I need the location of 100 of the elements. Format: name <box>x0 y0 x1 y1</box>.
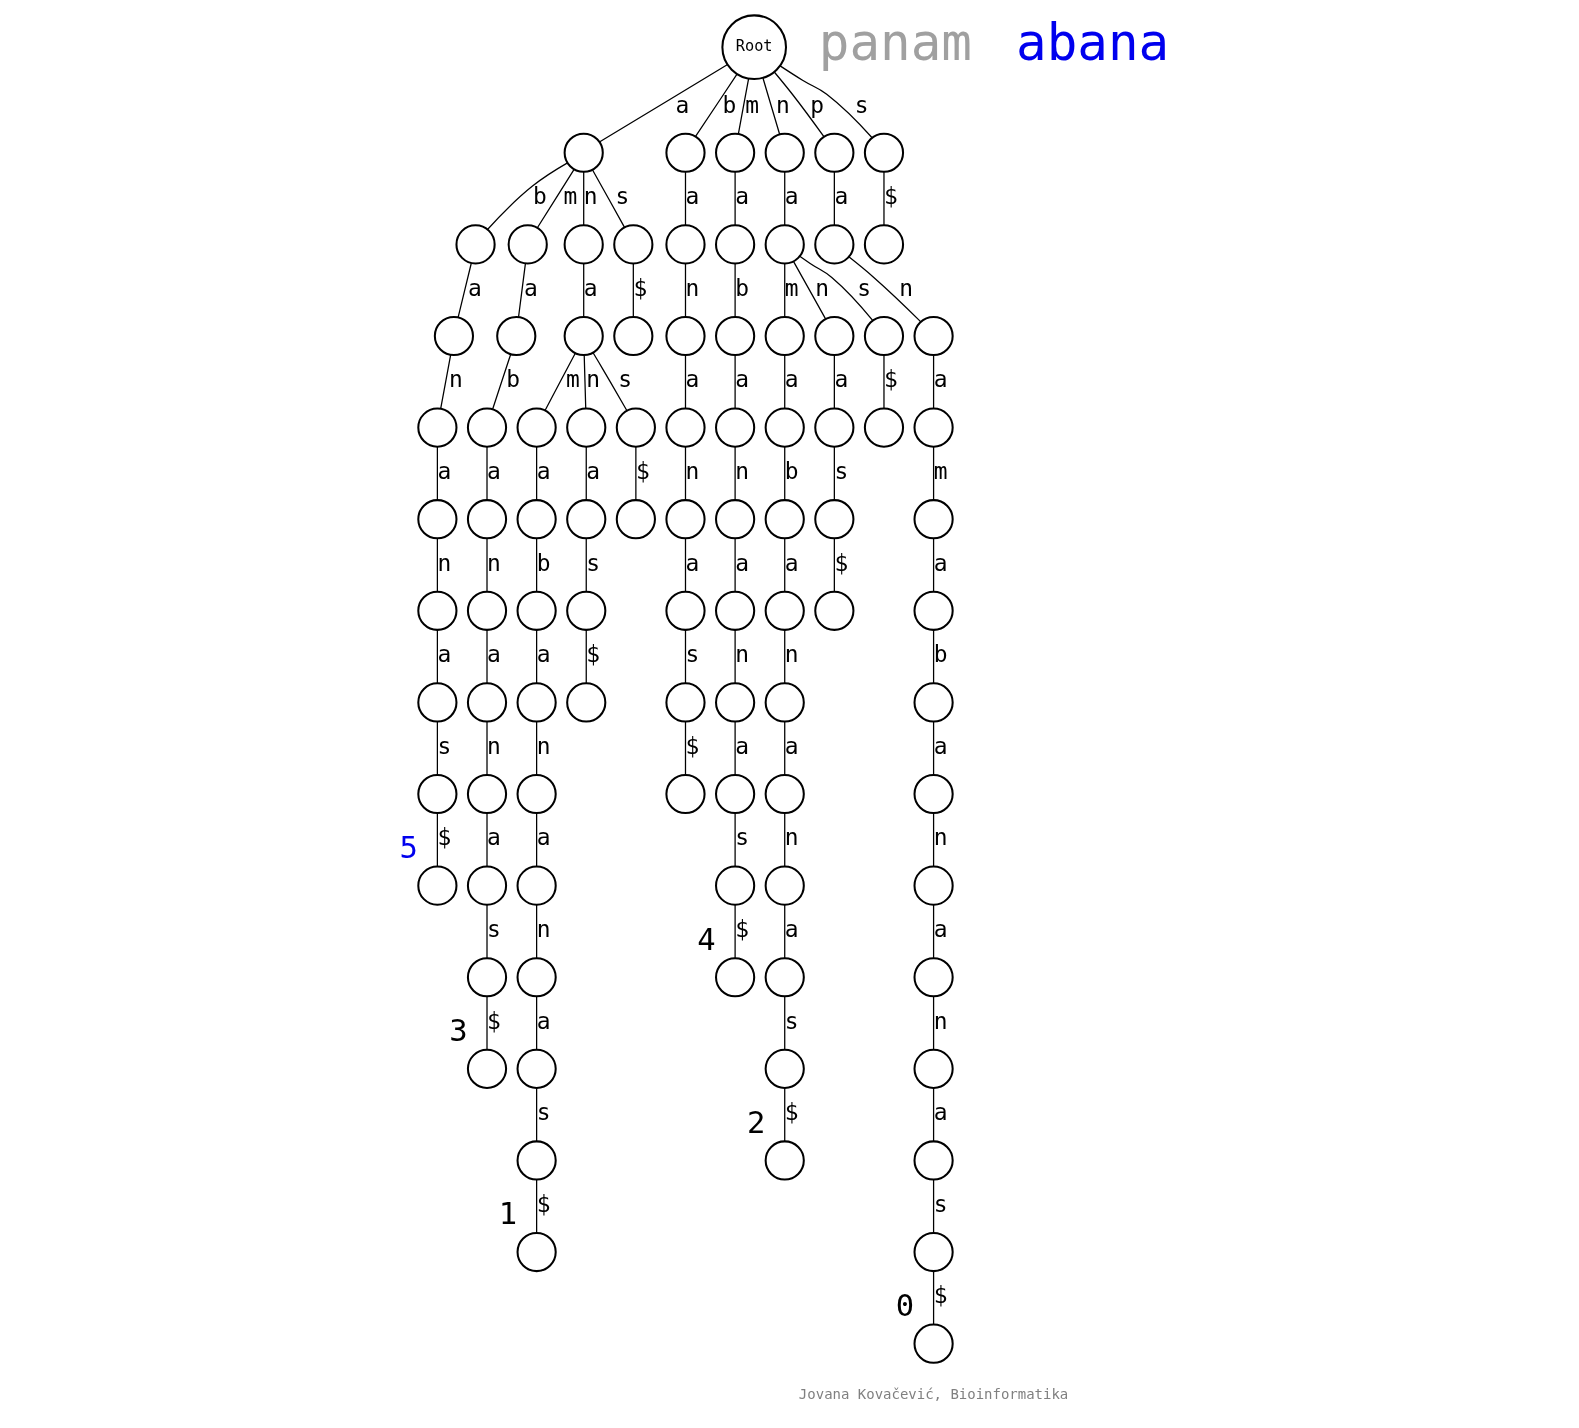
node-circle: Root <box>721 13 787 80</box>
connector <box>784 995 786 1050</box>
edge-label: n <box>775 91 790 118</box>
node-circle <box>665 132 706 173</box>
node-circle <box>913 590 954 631</box>
connector <box>734 445 736 501</box>
edge-label: a <box>524 274 538 301</box>
node-circle <box>417 498 458 539</box>
connector <box>784 170 786 226</box>
node-circle <box>715 407 756 448</box>
node-circle <box>665 315 706 356</box>
connector <box>792 260 827 320</box>
edge-label: n <box>487 732 501 759</box>
edge-label: s <box>618 365 632 392</box>
connector <box>694 73 738 137</box>
node-circle <box>665 773 706 814</box>
edge-label: s <box>834 457 849 484</box>
edge-label: n <box>735 457 749 484</box>
node-circle <box>466 1048 508 1089</box>
edge-label: m <box>784 274 799 301</box>
node-circle <box>516 865 557 906</box>
connector <box>684 262 687 317</box>
edge-label: a <box>784 182 799 209</box>
edge-label: a <box>487 823 501 850</box>
connector <box>436 537 439 592</box>
edge-label: a <box>468 274 482 301</box>
node-circle <box>417 865 458 906</box>
node-circle <box>913 773 954 814</box>
edge-label: p <box>810 91 825 118</box>
edge-label: m <box>745 91 760 118</box>
connector <box>833 170 835 226</box>
connector <box>932 445 935 501</box>
edge-label: n <box>735 640 749 667</box>
edge-label: a <box>583 274 598 301</box>
connector <box>536 445 538 501</box>
connector <box>486 720 488 775</box>
node-circle <box>913 315 954 356</box>
node-circle <box>764 498 805 539</box>
connector <box>583 354 587 409</box>
connector <box>684 354 687 409</box>
node-circle <box>466 407 508 448</box>
node-circle <box>913 681 954 722</box>
node-circle <box>613 223 654 264</box>
edge-label: s <box>857 274 872 301</box>
node-circle <box>863 223 905 264</box>
connector <box>932 812 935 867</box>
connector <box>734 354 736 409</box>
node-label: 3 <box>449 1012 468 1048</box>
edge-label: a <box>933 732 948 759</box>
node-circle <box>764 956 805 997</box>
node-circle <box>417 407 458 448</box>
connector <box>932 354 935 409</box>
connector <box>784 354 786 409</box>
edge-label: $ <box>884 182 898 209</box>
edge-label: m <box>565 365 580 392</box>
edge-label: s <box>536 1098 551 1125</box>
connector <box>684 720 687 775</box>
connector <box>436 812 439 867</box>
node-circle <box>417 590 458 631</box>
edge-label: a <box>437 640 452 667</box>
edge-label: s <box>784 1007 799 1034</box>
edge-label: a <box>834 182 849 209</box>
connector <box>536 1178 538 1233</box>
edge-label: a <box>685 365 700 392</box>
connector <box>734 262 736 317</box>
connector <box>773 70 825 137</box>
connector <box>737 77 750 134</box>
node-circle <box>516 590 557 631</box>
edge-label: b <box>532 182 547 209</box>
connector <box>833 445 835 501</box>
node-circle <box>496 315 537 356</box>
edge-label: b <box>933 640 948 667</box>
edge-label: n <box>815 274 830 301</box>
edge-label: a <box>784 732 799 759</box>
edge-label: s <box>487 915 501 942</box>
node-label: 0 <box>895 1287 915 1323</box>
edge-label: a <box>735 732 749 759</box>
connector <box>599 63 728 142</box>
edge-label: a <box>536 823 551 850</box>
node-circle <box>566 681 607 722</box>
connector <box>784 262 786 317</box>
edge-label: $ <box>685 732 700 759</box>
node-circle <box>913 1139 954 1181</box>
node-circle <box>466 681 508 722</box>
connector <box>784 445 786 501</box>
edge-label: $ <box>487 1007 501 1034</box>
node-circle <box>814 132 855 173</box>
connector <box>591 168 626 228</box>
node-circle <box>466 590 508 631</box>
edge-label: a <box>735 182 749 209</box>
edge-label: a <box>735 365 749 392</box>
edge-label: n <box>536 732 551 759</box>
edge-label: a <box>437 457 452 484</box>
node-circle <box>566 407 607 448</box>
connector <box>486 537 488 592</box>
edge-label: a <box>834 365 849 392</box>
node-circle <box>764 773 805 814</box>
edge-label: n <box>933 1007 948 1034</box>
edge-label: n <box>933 823 948 850</box>
connector <box>734 170 736 226</box>
